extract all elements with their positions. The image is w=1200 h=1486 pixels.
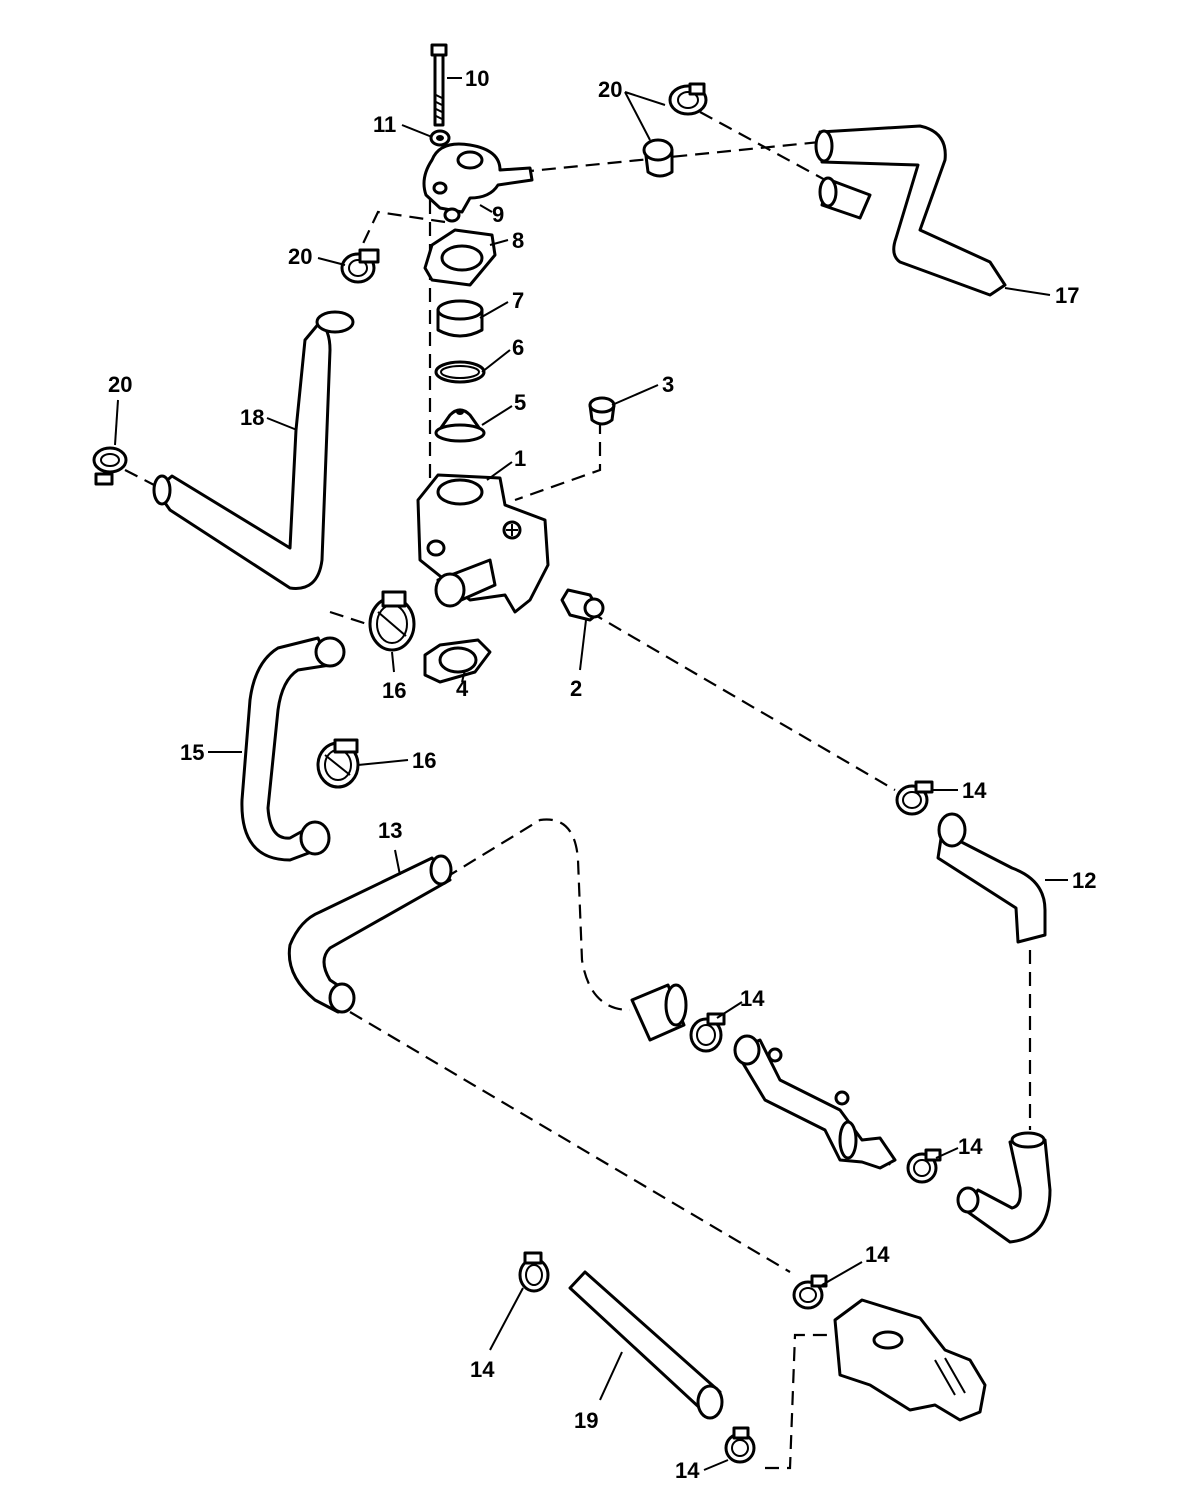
seal-part-7 bbox=[436, 299, 484, 338]
label-13: 13 bbox=[378, 818, 402, 843]
label-14-d: 14 bbox=[865, 1242, 890, 1267]
hose-clamp-part-14-b bbox=[689, 1012, 726, 1053]
label-16-upper: 16 bbox=[382, 678, 406, 703]
label-19: 19 bbox=[574, 1408, 598, 1433]
label-20-upper: 20 bbox=[598, 77, 622, 102]
label-14-f: 14 bbox=[675, 1458, 700, 1483]
label-10: 10 bbox=[465, 66, 489, 91]
label-4: 4 bbox=[456, 676, 469, 701]
thermostat-part-5 bbox=[434, 408, 486, 443]
label-6: 6 bbox=[512, 335, 524, 360]
hose-part-13 bbox=[287, 854, 453, 1014]
hose-clamp-part-20-left bbox=[92, 446, 128, 486]
hose-clamp-part-14-d bbox=[792, 1274, 828, 1310]
label-3: 3 bbox=[662, 372, 674, 397]
label-14-c: 14 bbox=[958, 1134, 983, 1159]
label-18: 18 bbox=[240, 405, 264, 430]
label-1: 1 bbox=[514, 446, 526, 471]
label-20-left: 20 bbox=[108, 372, 132, 397]
washer-part-11 bbox=[429, 129, 451, 147]
plug-part-3 bbox=[588, 396, 616, 426]
sender-part-2 bbox=[560, 588, 605, 622]
thermostat-housing-part-9 bbox=[422, 142, 534, 223]
label-14-b: 14 bbox=[740, 986, 765, 1011]
label-15: 15 bbox=[180, 740, 204, 765]
label-7: 7 bbox=[512, 288, 524, 313]
hose-part-18 bbox=[152, 310, 355, 590]
hose-clamp-part-14-a bbox=[895, 780, 934, 816]
hose-clamp-part-16-upper bbox=[368, 590, 416, 652]
leader-lines bbox=[114, 77, 1068, 1471]
heat-exchanger bbox=[733, 1034, 897, 1170]
coupler-hose bbox=[630, 983, 688, 1042]
gasket-part-8 bbox=[423, 228, 497, 287]
label-2: 2 bbox=[570, 676, 582, 701]
hose-part-19 bbox=[568, 1270, 724, 1420]
gasket-part-4 bbox=[423, 638, 492, 684]
label-8: 8 bbox=[512, 228, 524, 253]
part-labels: 10 11 9 8 7 6 5 3 1 2 4 16 16 15 18 17 2… bbox=[108, 66, 1096, 1483]
assembly-lines bbox=[124, 111, 1032, 1470]
hose-part-17 bbox=[814, 124, 1007, 297]
housing-part-1 bbox=[416, 473, 550, 614]
label-5: 5 bbox=[514, 390, 526, 415]
label-11: 11 bbox=[373, 112, 396, 137]
label-12: 12 bbox=[1072, 868, 1096, 893]
o-ring-part-6 bbox=[434, 360, 486, 384]
seawater-pump bbox=[833, 1298, 987, 1422]
hose-clamp-part-14-c bbox=[906, 1148, 942, 1184]
hose-clamp-part-20-middle bbox=[340, 248, 380, 284]
label-9: 9 bbox=[492, 202, 504, 227]
label-14-a: 14 bbox=[962, 778, 987, 803]
hose-clamp-part-14-f bbox=[724, 1426, 756, 1464]
bolt-part-10 bbox=[430, 43, 448, 127]
hose-clamp-part-16-lower bbox=[316, 738, 360, 789]
label-17: 17 bbox=[1055, 283, 1079, 308]
hose-clamp-part-20-upper-b bbox=[642, 138, 674, 178]
hose-clamp-part-14-e bbox=[518, 1251, 550, 1293]
hose-part-12 bbox=[936, 812, 1047, 944]
hose-lower-right bbox=[956, 1131, 1052, 1244]
label-20-middle: 20 bbox=[288, 244, 312, 269]
label-16-lower: 16 bbox=[412, 748, 436, 773]
hose-clamp-part-20-upper-a bbox=[668, 82, 708, 116]
hose-part-15 bbox=[240, 636, 346, 862]
label-14-e: 14 bbox=[470, 1357, 495, 1382]
